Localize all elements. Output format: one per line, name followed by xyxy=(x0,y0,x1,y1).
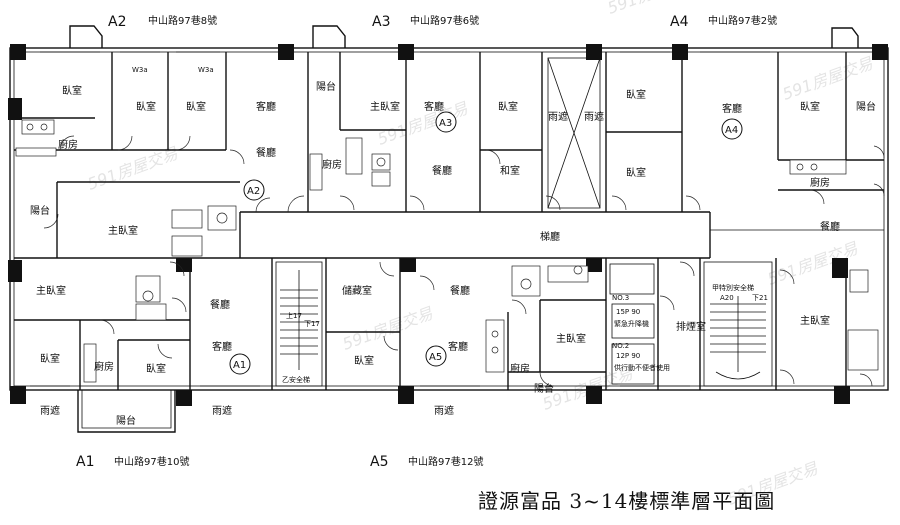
unit-header-a5: A5 中山路97巷12號 xyxy=(370,454,483,470)
room-labels: 臥室 臥室 臥室 客廳 餐廳 廚房 陽台 主臥室 W3a W3a 陽台 主臥室 … xyxy=(30,66,876,427)
room-label: 主臥室 xyxy=(108,224,138,237)
room-label: 臥室 xyxy=(62,84,82,97)
room-label: 梯廳 xyxy=(540,230,560,243)
marker-label: A5 xyxy=(429,352,442,363)
elevator-tag: 15P 90 xyxy=(616,308,640,316)
room-label: 客廳 xyxy=(424,100,444,113)
unit-code: A1 xyxy=(76,454,94,470)
room-label: 廚房 xyxy=(810,176,830,189)
elevator-tag: 緊急升降機 xyxy=(614,319,649,328)
room-label: 廚房 xyxy=(322,158,342,171)
room-label: 陽台 xyxy=(856,100,876,113)
unit-code: A3 xyxy=(372,14,390,30)
room-label: 主臥室 xyxy=(556,332,586,345)
unit-marker-a3: A3 xyxy=(435,111,457,133)
columns xyxy=(8,44,888,406)
plan-title: 證源富品 3~14樓標準層平面圖 xyxy=(478,489,775,513)
marker-label: A2 xyxy=(247,186,260,197)
elevator-tag: 供行動不便者使用 xyxy=(614,363,670,372)
room-label: 陽台 xyxy=(316,80,336,93)
room-label: 廚房 xyxy=(94,360,114,373)
unit-address: 中山路97巷10號 xyxy=(114,455,189,468)
room-label: 主臥室 xyxy=(370,100,400,113)
windows xyxy=(30,51,770,387)
room-label: 餐廳 xyxy=(256,146,276,159)
room-label: 陽台 xyxy=(534,382,554,395)
elevator-tag: 12P 90 xyxy=(616,352,640,360)
room-label: 客廳 xyxy=(256,100,276,113)
room-label: 臥室 xyxy=(136,100,156,113)
unit-marker-a5: A5 xyxy=(425,345,447,367)
room-label: 雨遮 xyxy=(434,404,454,417)
interior-walls xyxy=(14,52,884,390)
stair-tag: 乙安全梯 xyxy=(282,375,310,384)
unit-header-a3: A3 中山路97巷6號 xyxy=(372,14,479,30)
stair-tag: 甲特別安全梯 xyxy=(712,283,754,292)
room-label: 臥室 xyxy=(626,88,646,101)
room-label: 主臥室 xyxy=(36,284,66,297)
room-label: 臥室 xyxy=(354,354,374,367)
room-label: 排煙室 xyxy=(676,320,706,333)
room-label: 臥室 xyxy=(40,352,60,365)
unit-header-a4: A4 中山路97巷2號 xyxy=(670,14,777,30)
room-tag: W3a xyxy=(198,66,214,74)
stair-tag: 上17 xyxy=(286,311,302,320)
room-label: 餐廳 xyxy=(450,284,470,297)
marker-label: A4 xyxy=(725,125,738,136)
unit-code: A4 xyxy=(670,14,689,30)
elevator-tag: NO.2 xyxy=(612,342,629,350)
fixtures xyxy=(15,119,879,383)
room-label: 臥室 xyxy=(498,100,518,113)
unit-code: A5 xyxy=(370,454,388,470)
roof-projections xyxy=(69,25,859,48)
room-tag: W3a xyxy=(132,66,148,74)
room-label: 廚房 xyxy=(58,138,78,151)
room-label: 餐廳 xyxy=(820,220,840,233)
room-label: 雨遮 xyxy=(548,110,568,123)
shaft-x xyxy=(547,57,601,209)
room-label: 餐廳 xyxy=(210,298,230,311)
room-label: 臥室 xyxy=(800,100,820,113)
unit-marker-a4: A4 xyxy=(721,118,743,140)
room-label: 臥室 xyxy=(146,362,166,375)
stair-core-b xyxy=(275,261,323,387)
unit-address: 中山路97巷12號 xyxy=(408,455,483,468)
elevators xyxy=(609,263,655,385)
room-label: 儲藏室 xyxy=(342,284,372,297)
room-label: 主臥室 xyxy=(800,314,830,327)
room-label: 雨遮 xyxy=(40,404,60,417)
stair-tag: 下17 xyxy=(304,320,320,328)
unit-header-a2: A2 中山路97巷8號 xyxy=(108,14,217,30)
room-label: 陽台 xyxy=(30,204,50,217)
room-label: 客廳 xyxy=(722,102,742,115)
room-label: 陽台 xyxy=(116,414,136,427)
room-label: 客廳 xyxy=(212,340,232,353)
unit-marker-a1: A1 xyxy=(229,353,251,375)
room-label: 雨遮 xyxy=(584,110,604,123)
unit-address: 中山路97巷8號 xyxy=(148,14,217,27)
unit-code: A2 xyxy=(108,14,126,30)
unit-address: 中山路97巷6號 xyxy=(410,14,479,27)
unit-address: 中山路97巷2號 xyxy=(708,14,777,27)
elevator-tag: NO.3 xyxy=(612,294,629,302)
watermark: 591房屋交易 xyxy=(780,53,876,104)
marker-label: A3 xyxy=(439,118,452,129)
room-label: 和室 xyxy=(500,164,520,177)
room-label: 餐廳 xyxy=(432,164,452,177)
room-label: 臥室 xyxy=(626,166,646,179)
room-label: 臥室 xyxy=(186,100,206,113)
room-label: 廚房 xyxy=(510,362,530,375)
watermark: 591房屋交易 xyxy=(85,143,181,194)
door-swings xyxy=(43,135,885,387)
stair-tag: A20 xyxy=(720,294,734,302)
unit-marker-a2: A2 xyxy=(243,179,265,201)
stair-core-a xyxy=(703,261,773,387)
room-label: 客廳 xyxy=(448,340,468,353)
room-label: 雨遮 xyxy=(212,404,232,417)
core-tags: 乙安全梯 上17 下17 甲特別安全梯 A20 下21 NO.3 15P 90 … xyxy=(282,283,768,384)
stair-tag: 下21 xyxy=(752,294,768,302)
marker-label: A1 xyxy=(233,360,246,371)
unit-header-a1: A1 中山路97巷10號 xyxy=(76,454,189,470)
